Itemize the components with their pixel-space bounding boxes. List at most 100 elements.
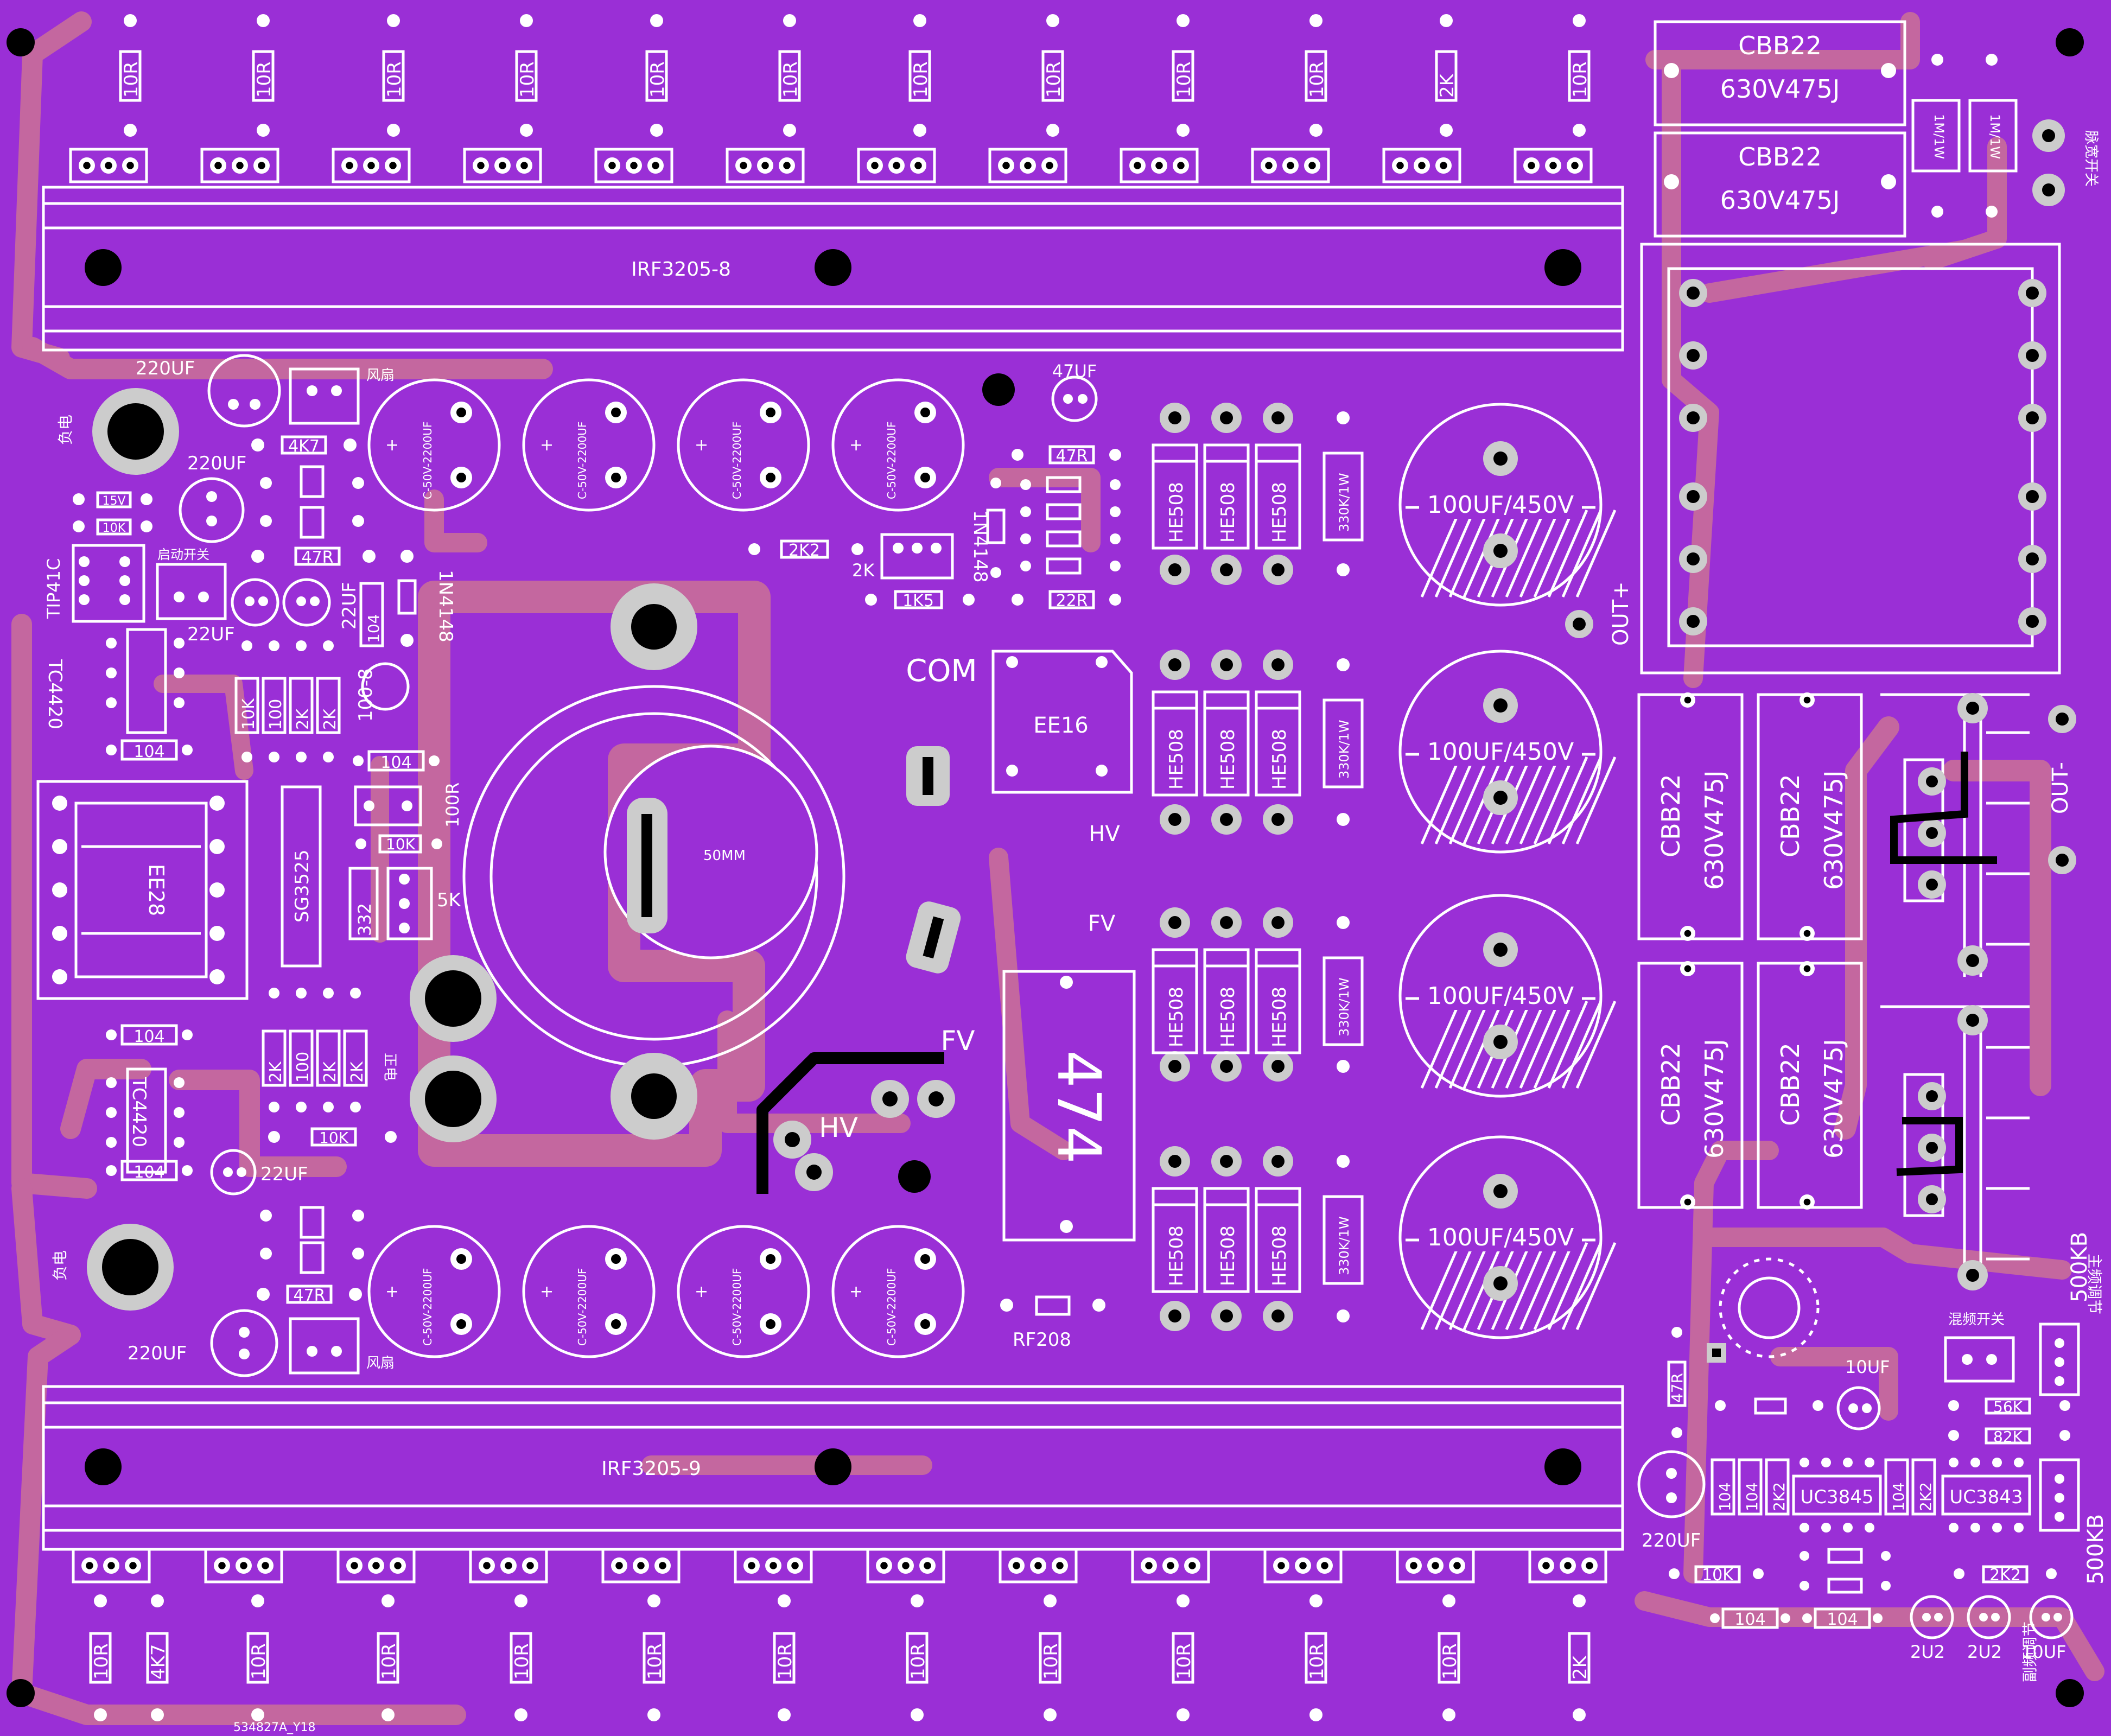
svg-text:C-50V-2200UF: C-50V-2200UF [421, 1268, 434, 1346]
svg-text:474: 474 [1044, 1050, 1114, 1164]
board-id: 534827A_Y18 [233, 1721, 315, 1734]
cap-220uf-bottom [210, 1309, 278, 1377]
top-mosfet-6 [726, 148, 805, 183]
neg-label-bottom: 负电 [51, 1250, 69, 1281]
cap-22uf-low-label: 22UF [260, 1163, 308, 1185]
resistors-1m: 1M/1W 1M/1W [1911, 54, 2018, 218]
bottom-mosfet-8 [999, 1548, 1078, 1584]
svg-text:OUT-: OUT- [2048, 762, 2073, 814]
svg-text:630V475J: 630V475J [1819, 1039, 1848, 1159]
svg-text:104: 104 [133, 1027, 164, 1046]
ic-sg3525: SG3525 [281, 785, 322, 968]
cap-10uf-right: 10UF [1836, 1357, 1890, 1430]
hv-cap-label: 100UF/450V [1427, 982, 1574, 1010]
vertical-resistors-bottom-row: 2K 100 2K 2K [262, 988, 368, 1112]
top-mosfet-3 [332, 148, 411, 183]
diode-he508: HE508 [1203, 907, 1250, 1082]
bottom-mosfet-11 [1396, 1548, 1475, 1584]
hv-label-b: HV [819, 1112, 858, 1143]
com-label: COM [906, 653, 977, 689]
bulk-cap-bottom-2: C-50V-2200UF+ [522, 1225, 656, 1358]
svg-text:+: + [849, 1282, 863, 1301]
start-switch-label: 启动开关 [157, 547, 209, 562]
top-resistor-12: 10R [1568, 14, 1591, 137]
main-freq-pot[interactable]: 主频调节 500KB [2039, 1232, 2103, 1396]
svg-text:104: 104 [1743, 1483, 1761, 1511]
trimmer-5k[interactable]: 5K [386, 867, 462, 940]
bottom-resistor-label: 10R [644, 1643, 666, 1680]
bulk-cap-bottom-1: C-50V-2200UF+ [367, 1225, 501, 1358]
neg-label-top: 负电 [56, 415, 74, 445]
ic-uc3845: UC3845 [1792, 1458, 1882, 1532]
svg-text:1M/1W: 1M/1W [1931, 114, 1947, 159]
diode-he508: HE508 [1203, 1146, 1250, 1331]
svg-text:TC4420: TC4420 [44, 659, 66, 729]
bulk-caps-bottom: C-50V-2200UF+C-50V-2200UF+C-50V-2200UF+C… [367, 1225, 965, 1358]
fv-label-b: FV [941, 1025, 975, 1057]
small-diodes-stack [1020, 476, 1121, 575]
component-474: 474 [1002, 970, 1136, 1242]
cap-220uf-mid [179, 477, 245, 543]
svg-text:630V475J: 630V475J [1819, 770, 1848, 890]
svg-text:5K: 5K [437, 889, 462, 911]
svg-text:100: 100 [266, 699, 285, 730]
top-resistor-label: 10R [253, 61, 275, 98]
svg-text:104: 104 [1734, 1610, 1765, 1629]
cap-220uf-top-label: 220UF [136, 358, 195, 379]
bulk-cap-top-2: C-50V-2200UF+ [522, 378, 656, 512]
start-switch[interactable]: 启动开关 [156, 547, 227, 620]
transformer-ee16: EE16 [991, 650, 1133, 794]
top-mosfet-10 [1251, 148, 1330, 183]
bottom-resistor-9: 10R [1039, 1594, 1062, 1721]
svg-text:+: + [695, 436, 708, 455]
top-mosfet-11 [1382, 148, 1461, 183]
mix-switch[interactable]: 混频开关 [1944, 1312, 2015, 1383]
bottom-resistor-8: 10R [906, 1594, 929, 1721]
resistor-10k-small: 10K [73, 518, 152, 536]
top-mosfet-1 [69, 148, 148, 183]
top-mosfet-8 [988, 148, 1067, 183]
capacitor-104-d: 104 [353, 750, 440, 772]
bridge-rf208: RF208 [1000, 1295, 1105, 1351]
svg-text:104: 104 [133, 742, 164, 761]
osc-inductor [1707, 1257, 1820, 1363]
right-section: CBB22 630V475J CBB22 630V475J 1M/1W 1M/1… [1565, 20, 2108, 1682]
top-resistor-label: 10R [120, 61, 142, 98]
out-negative-terminal: OUT- [2048, 705, 2076, 874]
svg-text:500KB: 500KB [2067, 1232, 2092, 1302]
bulk-cap-top-4: C-50V-2200UF+ [831, 378, 965, 512]
bottom-resistor-label: 10R [248, 1643, 270, 1680]
svg-text:10K: 10K [103, 522, 126, 535]
svg-text:2U2: 2U2 [1967, 1642, 2002, 1662]
svg-text:混频开关: 混频开关 [1948, 1312, 2005, 1328]
svg-text:C-50V-2200UF: C-50V-2200UF [885, 422, 898, 499]
film-cap-top-b: CBB22 630V475J [1654, 131, 1906, 238]
svg-text:47R: 47R [293, 1286, 325, 1305]
svg-text:2U2: 2U2 [1910, 1642, 1945, 1662]
svg-text:332: 332 [354, 903, 375, 936]
core-size-label: 50MM [703, 848, 746, 864]
resistor-100r: 100R [354, 783, 463, 828]
top-resistor-5: 10R [645, 14, 669, 137]
svg-text:100: 100 [294, 1052, 313, 1083]
resistor-47r: 47R [251, 546, 376, 567]
top-resistor-9: 10R [1172, 14, 1195, 137]
resistor-47r-mid: 47R [1012, 445, 1121, 466]
diode-label: HE508 [1217, 729, 1239, 790]
small-diodes-right [1800, 1548, 1891, 1594]
top-resistor-label: 2K [1436, 73, 1458, 98]
pulse-width-switch[interactable]: 脉宽开关 [2032, 119, 2099, 206]
svg-text:EE28: EE28 [144, 864, 168, 916]
capacitor-332: 332 [348, 867, 379, 940]
bottom-mosfet-10 [1263, 1548, 1343, 1584]
bottom-mosfet-3 [336, 1548, 416, 1584]
bottom-resistor-label: 10R [1306, 1643, 1328, 1680]
resistor-4k7: 4K7 [251, 435, 357, 456]
bottom-heatsink: IRF3205-9 [42, 1385, 1624, 1584]
bottom-mosfet-2 [204, 1548, 283, 1584]
trimmer-2k[interactable]: 2K [852, 533, 954, 581]
bottom-resistor-3: 10R [246, 1594, 270, 1721]
bottom-heatsink-label: IRF3205-9 [601, 1458, 701, 1480]
